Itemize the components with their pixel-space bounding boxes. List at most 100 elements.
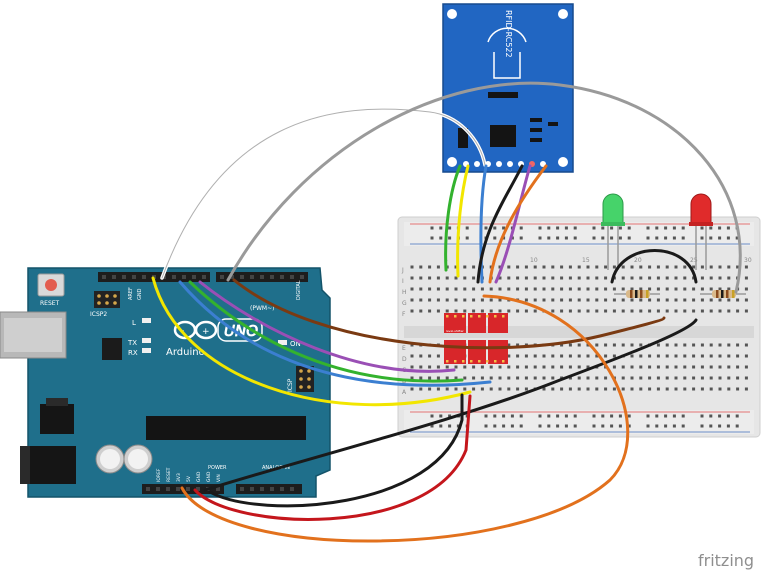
bb-rail-hole bbox=[484, 226, 488, 230]
bb-rail-hole bbox=[610, 414, 614, 418]
bb-rail-hole bbox=[627, 236, 631, 240]
bb-hole bbox=[419, 365, 423, 369]
bb-row-b: B bbox=[402, 378, 406, 385]
bb-hole bbox=[639, 376, 643, 380]
bb-rail-hole bbox=[709, 226, 713, 230]
breadboard-holes bbox=[410, 226, 748, 428]
bb-hole bbox=[524, 287, 528, 291]
bb-hole bbox=[516, 276, 520, 280]
bb-hole bbox=[533, 365, 537, 369]
shifter-pin bbox=[502, 360, 505, 363]
bb-rail-hole bbox=[681, 424, 685, 428]
bb-hole bbox=[674, 309, 678, 313]
bb-hole bbox=[736, 343, 740, 347]
bb-hole bbox=[542, 276, 546, 280]
bb-rail-hole bbox=[726, 424, 730, 428]
on-label: ON bbox=[290, 340, 301, 348]
header-pin bbox=[250, 275, 254, 279]
header-pin bbox=[290, 275, 294, 279]
bb-hole bbox=[621, 287, 625, 291]
header-pin bbox=[216, 487, 220, 491]
bb-hole bbox=[595, 309, 599, 313]
bb-rail-hole bbox=[592, 226, 596, 230]
bb-hole bbox=[472, 287, 476, 291]
bb-hole bbox=[445, 287, 449, 291]
bb-row-i: I bbox=[402, 278, 404, 285]
bb-hole bbox=[524, 309, 528, 313]
bb-hole bbox=[577, 276, 581, 280]
icsp2-header bbox=[94, 291, 120, 308]
led-rx-label: RX bbox=[128, 349, 138, 357]
wire-gray bbox=[226, 81, 742, 294]
bb-hole bbox=[454, 387, 458, 391]
bb-rail-hole bbox=[601, 424, 605, 428]
shifter-pin bbox=[486, 315, 489, 318]
bb-hole bbox=[612, 265, 616, 269]
bb-hole bbox=[472, 365, 476, 369]
bb-rail-hole bbox=[601, 414, 605, 418]
bb-hole bbox=[630, 354, 634, 358]
bb-hole bbox=[621, 265, 625, 269]
bb-hole bbox=[744, 376, 748, 380]
wire-black-led bbox=[610, 249, 698, 284]
bb-hole bbox=[727, 387, 731, 391]
bb-rail-hole bbox=[439, 226, 443, 230]
bb-hole bbox=[436, 387, 440, 391]
icsp2-label: ICSP2 bbox=[90, 311, 107, 318]
bb-hole bbox=[524, 376, 528, 380]
shifter-pin bbox=[462, 360, 465, 363]
bb-hole bbox=[727, 276, 731, 280]
bb-hole bbox=[436, 276, 440, 280]
bb-rail-hole bbox=[618, 424, 622, 428]
shifter-pin bbox=[502, 315, 505, 318]
bb-hole bbox=[436, 298, 440, 302]
bb-hole bbox=[621, 365, 625, 369]
bb-hole bbox=[630, 387, 634, 391]
bb-rail-hole bbox=[592, 424, 596, 428]
bb-hole bbox=[410, 354, 414, 358]
bb-hole bbox=[700, 265, 704, 269]
bb-rail-hole bbox=[547, 414, 551, 418]
bb-rail-hole bbox=[510, 414, 514, 418]
bb-hole bbox=[709, 376, 713, 380]
bb-hole bbox=[604, 276, 608, 280]
bb-hole bbox=[727, 343, 731, 347]
bb-hole bbox=[586, 309, 590, 313]
bb-hole bbox=[516, 376, 520, 380]
shifter-pin bbox=[478, 315, 481, 318]
bb-hole bbox=[744, 276, 748, 280]
wire-brown bbox=[232, 278, 666, 350]
bb-rail-hole bbox=[627, 226, 631, 230]
wire-black-gnd2 bbox=[208, 393, 464, 508]
header-pin bbox=[240, 275, 244, 279]
bb-hole bbox=[516, 354, 520, 358]
header-pin bbox=[196, 487, 200, 491]
bb-hole bbox=[595, 298, 599, 302]
bb-hole bbox=[709, 276, 713, 280]
bb-rail-hole bbox=[709, 236, 713, 240]
bb-hole bbox=[568, 298, 572, 302]
bb-rail-hole bbox=[519, 414, 523, 418]
bb-hole bbox=[524, 387, 528, 391]
bb-hole bbox=[718, 298, 722, 302]
bb-rail-hole bbox=[681, 414, 685, 418]
bb-hole bbox=[700, 298, 704, 302]
bb-rail-hole bbox=[646, 424, 650, 428]
shifter-pin bbox=[454, 360, 457, 363]
bb-hole bbox=[683, 387, 687, 391]
bb-rail-hole bbox=[556, 414, 560, 418]
bb-rail-hole bbox=[493, 414, 497, 418]
bb-hole bbox=[428, 387, 432, 391]
bb-hole bbox=[656, 287, 660, 291]
bb-hole bbox=[568, 265, 572, 269]
bb-hole bbox=[463, 365, 467, 369]
bb-rail-hole bbox=[664, 424, 668, 428]
bb-hole bbox=[568, 309, 572, 313]
led-on bbox=[278, 340, 287, 345]
bb-hole bbox=[524, 276, 528, 280]
bb-rail-hole bbox=[718, 424, 722, 428]
bb-hole bbox=[639, 287, 643, 291]
bb-hole bbox=[542, 365, 546, 369]
bb-rail-hole bbox=[556, 424, 560, 428]
bb-hole bbox=[700, 365, 704, 369]
